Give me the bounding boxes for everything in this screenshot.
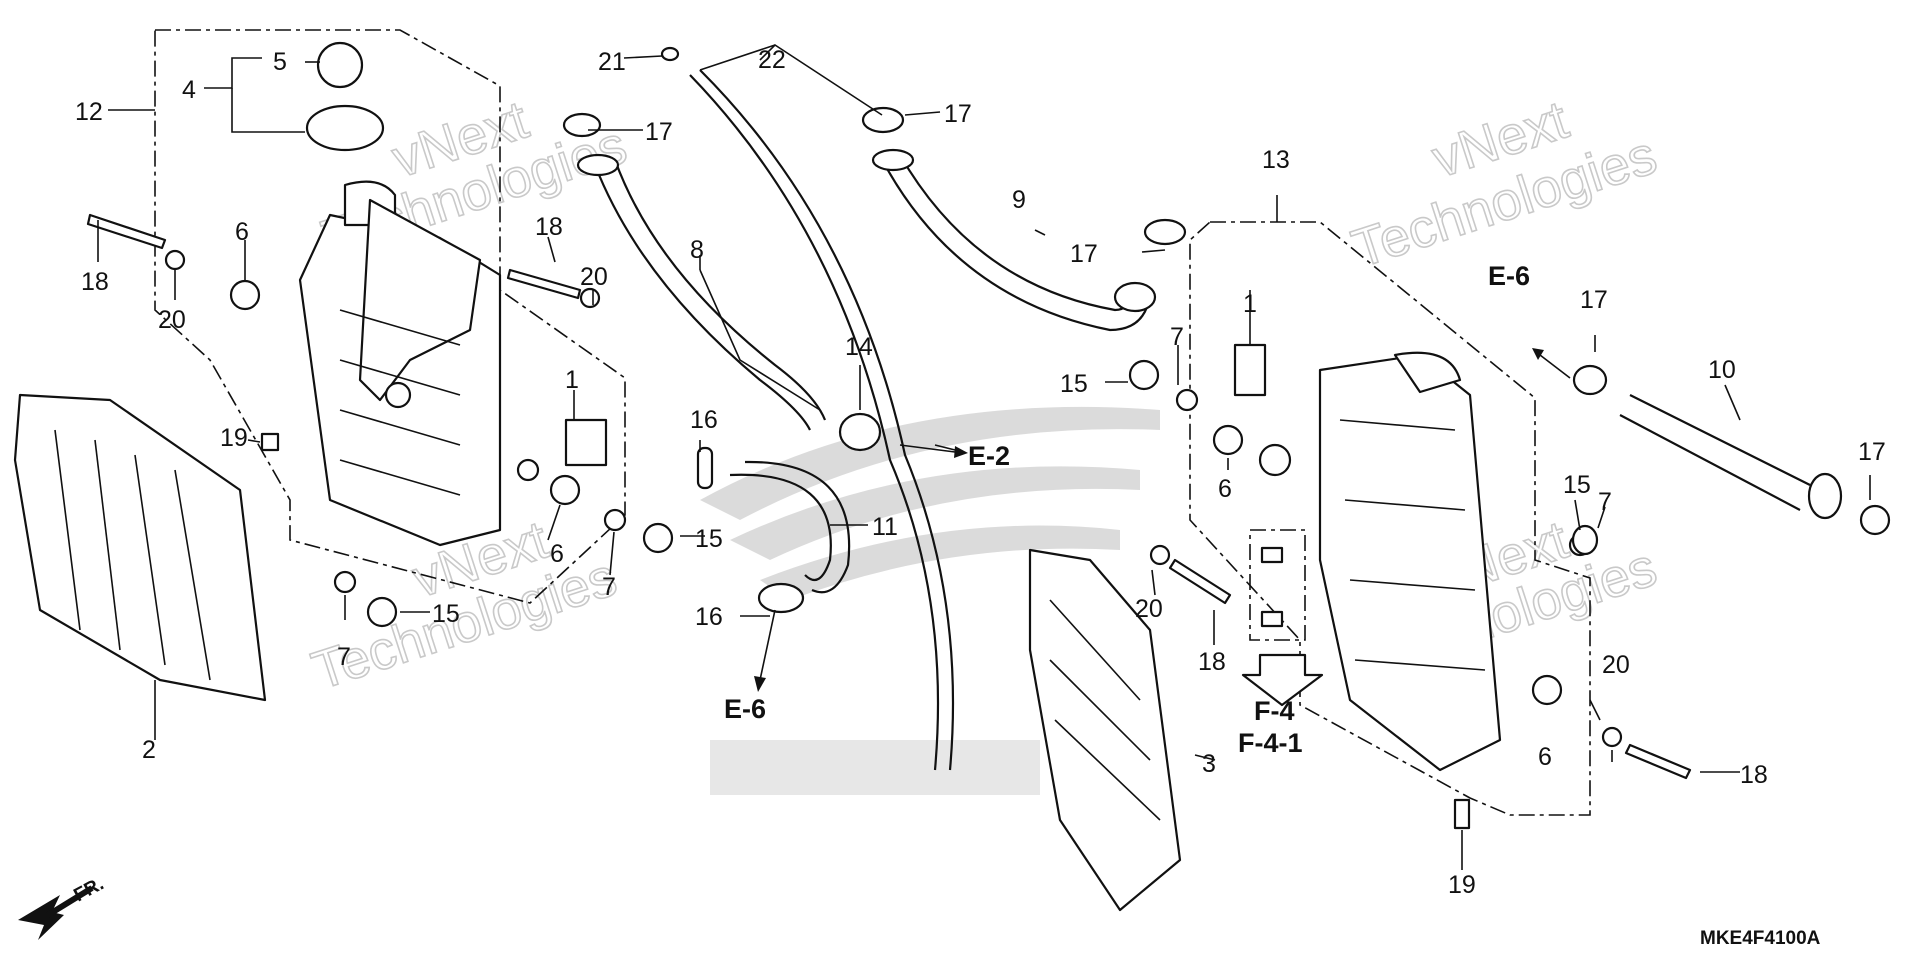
callout-6-left-top: 6 [235, 218, 249, 246]
callout-15-left-bottom: 15 [432, 600, 460, 628]
callout-20-right-mid: 20 [1135, 595, 1163, 623]
front-direction-label: FR. [70, 874, 107, 907]
callout-3: 3 [1202, 750, 1216, 778]
clip-group-bracket [1249, 529, 1306, 641]
reference-arrows [18, 348, 1571, 940]
callout-20-left-top: 20 [158, 306, 186, 334]
right-radiator-group-bracket [1189, 221, 1591, 816]
callout-7-right-top: 7 [1170, 323, 1184, 351]
ref-e6-left: E-6 [724, 694, 766, 724]
arrow-to-e6-right-icon [1532, 348, 1544, 360]
left-radiator-shroud [13, 393, 267, 702]
callout-5: 5 [273, 48, 287, 76]
callout-16-lower: 16 [695, 603, 723, 631]
callout-22: 22 [758, 46, 786, 74]
callout-12: 12 [75, 98, 103, 126]
callout-17-right-top: 17 [1580, 286, 1608, 314]
callout-2: 2 [142, 736, 156, 764]
callout-7-left-bottom: 7 [337, 643, 351, 671]
callout-21: 21 [598, 48, 626, 76]
diagram-code: MKE4F4100A [1700, 928, 1821, 949]
front-direction-arrow-icon [18, 885, 94, 940]
callout-6-right-mid: 6 [1218, 475, 1232, 503]
callout-4: 4 [182, 76, 196, 104]
callout-18-left-mid: 18 [535, 213, 563, 241]
leader-lines [97, 43, 1871, 870]
callout-6-right-bottom: 6 [1538, 743, 1552, 771]
arrow-down-f4-icon [1241, 653, 1324, 707]
arrow-to-e2-icon [954, 446, 968, 458]
callout-numbers: 12 4 5 18 20 6 19 2 21 17 18 20 1 6 7 15… [75, 46, 1886, 899]
ref-e2: E-2 [968, 441, 1010, 471]
assembly-brackets [154, 29, 1591, 816]
callout-19-left: 19 [220, 424, 248, 452]
callout-19-right: 19 [1448, 871, 1476, 899]
ref-e6-right: E-6 [1488, 261, 1530, 291]
callout-1-right: 1 [1243, 290, 1257, 318]
callout-18-right-bottom: 18 [1740, 761, 1768, 789]
left-radiator-group-bracket [154, 29, 626, 604]
arrow-to-e6-left-icon [754, 676, 766, 692]
callout-10: 10 [1708, 356, 1736, 384]
small-parts [86, 41, 1891, 830]
callout-1-left: 1 [565, 366, 579, 394]
hoses [576, 69, 1843, 771]
callout-17-right-end: 17 [1858, 438, 1886, 466]
cross-references: E-2 E-6 E-6 F-4 F-4-1 [724, 261, 1530, 758]
callout-20-right-bottom: 20 [1602, 651, 1630, 679]
callout-13: 13 [1262, 146, 1290, 174]
honda-logo-background [700, 406, 1160, 795]
callout-18-right-mid: 18 [1198, 648, 1226, 676]
callout-17-left-upper: 17 [645, 118, 673, 146]
left-radiator [298, 180, 540, 547]
callout-11: 11 [872, 513, 898, 541]
callout-7-left-mid: 7 [602, 573, 616, 601]
callout-20-left-mid: 20 [580, 263, 608, 291]
callout-17-center: 17 [1070, 240, 1098, 268]
callout-18-left-top: 18 [81, 268, 109, 296]
callout-17-center-top: 17 [944, 100, 972, 128]
ref-f4-1: F-4-1 [1238, 728, 1303, 758]
callout-14: 14 [845, 333, 873, 361]
callout-15-left-mid: 15 [695, 525, 723, 553]
callout-16-upper: 16 [690, 406, 718, 434]
callout-7-right: 7 [1598, 488, 1612, 516]
callout-15-right-top: 15 [1060, 370, 1088, 398]
ref-f4: F-4 [1254, 696, 1295, 726]
right-radiator-shroud [1028, 548, 1182, 912]
right-radiator [1258, 351, 1502, 772]
callout-15-right: 15 [1563, 471, 1591, 499]
callout-9: 9 [1012, 186, 1026, 214]
callout-8: 8 [690, 236, 704, 264]
callout-6-left-bottom: 6 [550, 540, 564, 568]
